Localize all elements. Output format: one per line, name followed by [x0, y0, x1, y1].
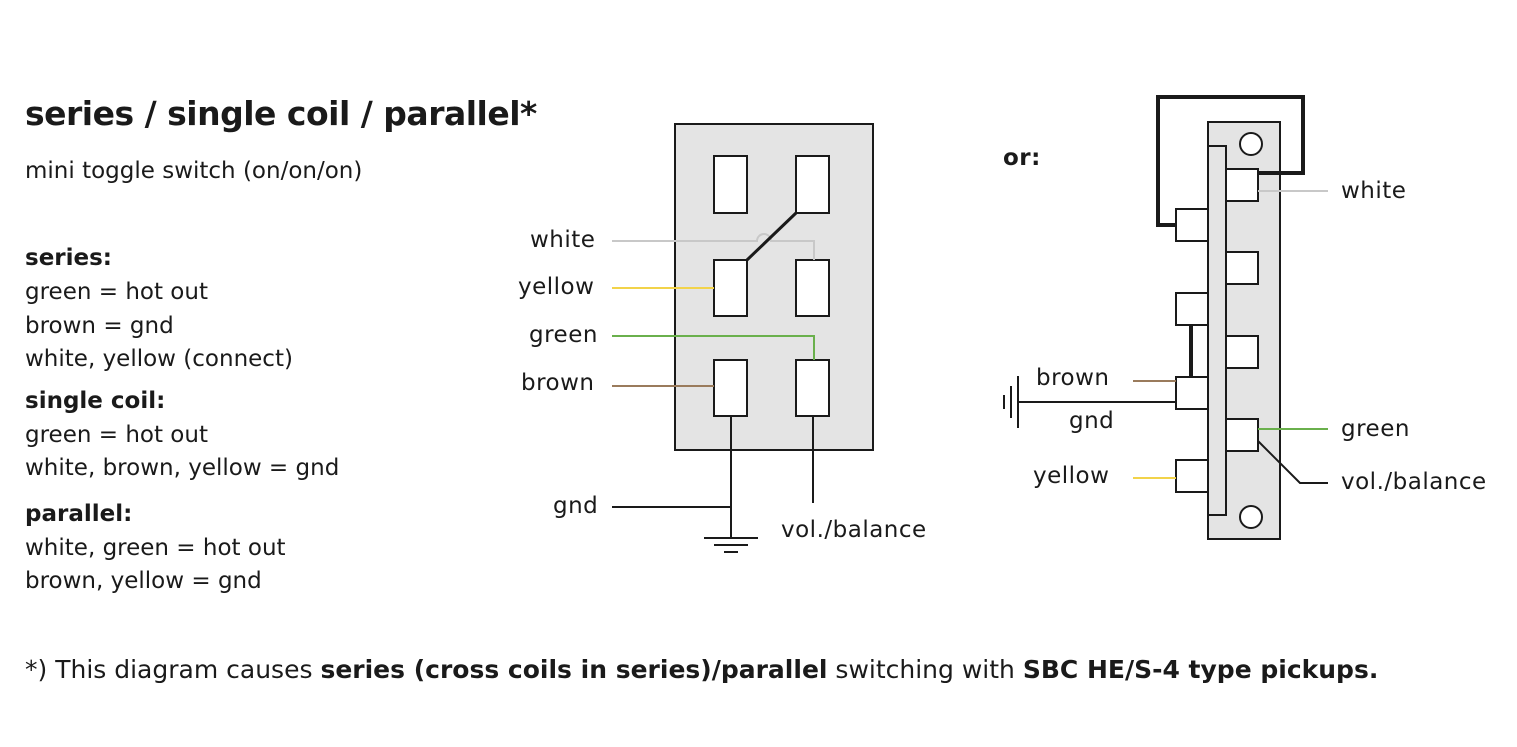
mode-line: green = hot out — [25, 279, 208, 305]
alt-lug — [1175, 208, 1209, 242]
label-green: green — [529, 322, 598, 348]
alt-label-white: white — [1341, 178, 1407, 204]
footnote-bold: SBC HE/S-4 type pickups. — [1022, 655, 1379, 684]
label-yellow: yellow — [518, 274, 595, 300]
white-wire — [612, 233, 815, 260]
jumper-wire — [745, 211, 798, 262]
mount-hole-icon — [1239, 132, 1263, 156]
alt-lug — [1225, 418, 1259, 452]
label-vol-balance: vol./balance — [781, 517, 927, 543]
alt-label-yellow: yellow — [1033, 463, 1110, 489]
label-brown: brown — [521, 370, 595, 396]
label-or: or: — [1003, 145, 1041, 171]
mode-line: white, green = hot out — [25, 535, 286, 561]
alt-label-gnd: gnd — [1069, 408, 1115, 434]
loop-jumper-wire — [1156, 95, 1305, 227]
page-subtitle: mini toggle switch (on/on/on) — [25, 158, 363, 184]
ground-symbol-icon — [704, 537, 758, 553]
alt-lug — [1175, 292, 1209, 326]
alt-lug — [1225, 335, 1259, 369]
switch-lug — [713, 259, 748, 317]
page-title: series / single coil / parallel* — [25, 94, 537, 133]
footnote: *) This diagram causes series (cross coi… — [25, 655, 1378, 684]
mount-hole-icon — [1239, 505, 1263, 529]
alt-switch-rail — [1207, 145, 1227, 516]
alt-lug — [1175, 459, 1209, 493]
mode-line: white, yellow (connect) — [25, 346, 293, 372]
alt-lug — [1225, 168, 1259, 202]
mode-heading-series: series: — [25, 245, 113, 271]
mode-line: white, brown, yellow = gnd — [25, 455, 340, 481]
footnote-text: *) This diagram causes — [25, 655, 321, 684]
label-white: white — [530, 227, 596, 253]
switch-lug — [713, 155, 748, 214]
switch-lug — [713, 359, 748, 417]
alt-vol-wire — [1257, 440, 1328, 484]
green-wire — [612, 335, 815, 360]
switch-lug — [795, 259, 830, 317]
footnote-text: switching with — [827, 655, 1023, 684]
alt-lug — [1225, 251, 1259, 285]
alt-label-brown: brown — [1036, 365, 1110, 391]
switch-lug — [795, 359, 830, 417]
mode-line: brown, yellow = gnd — [25, 568, 262, 594]
footnote-bold: series (cross coils in series)/parallel — [320, 655, 828, 684]
alt-label-green: green — [1341, 416, 1410, 442]
mode-heading-single-coil: single coil: — [25, 388, 166, 414]
alt-lug — [1175, 376, 1209, 410]
ground-symbol-icon — [1003, 376, 1019, 428]
mode-line: green = hot out — [25, 422, 208, 448]
alt-label-vol-balance: vol./balance — [1341, 469, 1487, 495]
mode-line: brown = gnd — [25, 313, 174, 339]
label-gnd: gnd — [553, 493, 599, 519]
mode-heading-parallel: parallel: — [25, 501, 133, 527]
switch-lug — [795, 155, 830, 214]
